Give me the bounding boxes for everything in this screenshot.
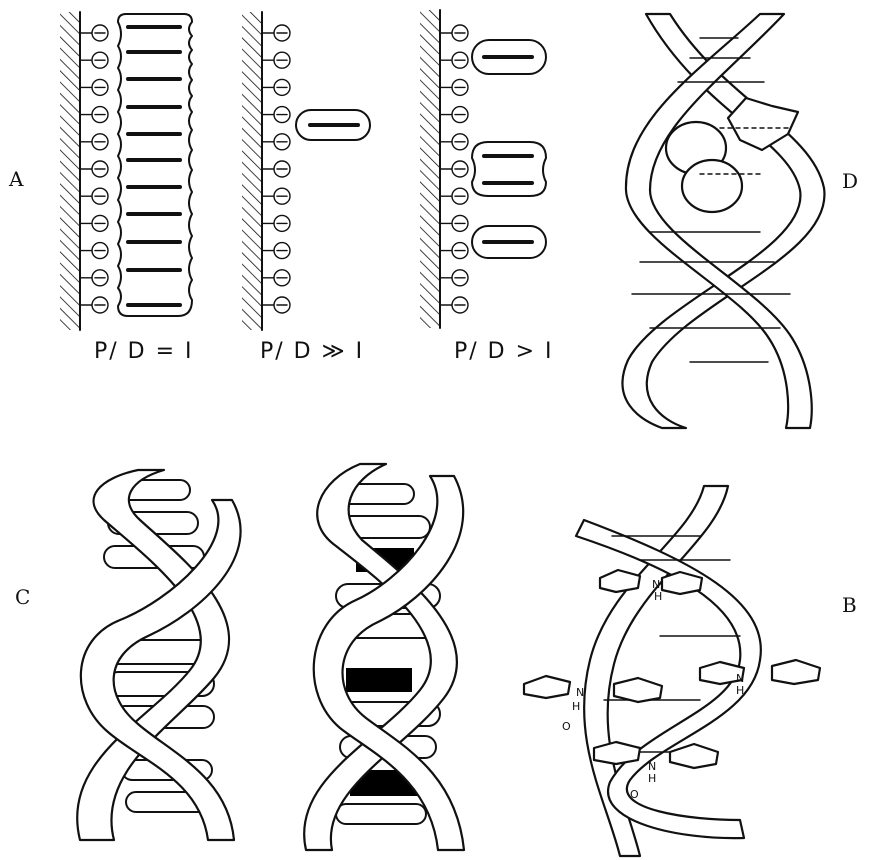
atom-label-h-1: H (654, 590, 662, 603)
surface-wall-1 (60, 12, 80, 330)
panel-c: C (15, 464, 464, 850)
helix-c-right (304, 464, 464, 850)
ratio-label-much-greater: P/ D ≫ I (260, 339, 364, 364)
atom-label-h-4: H (648, 772, 656, 785)
surface-wall-3 (420, 10, 440, 328)
panel-label-c: C (15, 585, 30, 609)
drug-single (296, 110, 370, 140)
panel-label-d: D (842, 169, 858, 193)
charge-column-2 (262, 25, 290, 313)
ratio-label-greater: P/ D > I (454, 339, 554, 364)
panel-d: D (622, 14, 858, 428)
panel-b: N H N H N H O N H O B (524, 486, 857, 856)
atom-label-o-2: O (630, 788, 639, 801)
drug-sparse (472, 40, 546, 258)
intercalator-ring-2 (682, 160, 742, 212)
panel-label-a: A (8, 167, 24, 191)
atom-label-n-3: N (576, 686, 584, 699)
atom-label-h-3: H (572, 700, 580, 713)
charge-column-3 (440, 25, 468, 313)
atom-label-h-2: H (736, 684, 744, 697)
charge-column-1 (80, 25, 108, 313)
intercalator-band-2 (346, 668, 412, 692)
panel-label-b: B (842, 593, 857, 617)
atom-label-o-1: O (562, 720, 571, 733)
drug-stack-full (118, 14, 192, 316)
panel-a: P/ D = I P/ D ≫ I P/ D > I A (8, 10, 554, 364)
surface-wall-2 (242, 12, 262, 330)
ratio-label-equal: P/ D = I (94, 339, 194, 364)
helix-c-left (77, 470, 240, 840)
